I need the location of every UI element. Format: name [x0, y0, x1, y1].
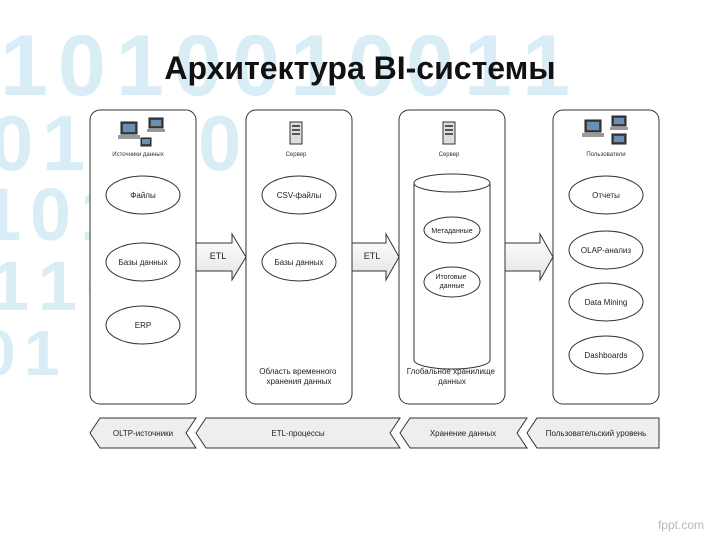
- node-olap: [568, 230, 644, 270]
- arrow-label: ETL: [364, 251, 381, 261]
- band-label: Хранение данных: [430, 429, 496, 438]
- background-digit: 0: [30, 173, 71, 256]
- background-digit: 1: [116, 18, 164, 114]
- background-digit: 1: [522, 18, 570, 114]
- background-digit: 0: [348, 18, 396, 114]
- band-storage: Хранение данных: [399, 417, 528, 449]
- node-label: Базы данных: [119, 258, 168, 267]
- computer-icon: [140, 117, 165, 147]
- watermark: fppt.com: [657, 518, 704, 532]
- background-digit: 0: [0, 317, 16, 389]
- node-databases: [105, 242, 181, 282]
- band-label: OLTP-источники: [113, 429, 173, 438]
- etl-arrow-2: ETL: [351, 232, 400, 282]
- background-digit: 0: [232, 18, 280, 114]
- background-digit: 1: [464, 18, 512, 114]
- background-digit: 0: [174, 18, 222, 114]
- node-reports: [568, 175, 644, 215]
- node-label: Dashboards: [584, 351, 627, 360]
- node-label: Итоговые данные: [436, 274, 469, 290]
- background-digit: 0: [0, 99, 33, 187]
- background-digit: 0: [198, 99, 241, 187]
- node-summary-data: [423, 266, 481, 298]
- node-staging-databases: [261, 242, 337, 282]
- node-label: Отчеты: [592, 191, 620, 200]
- background-digit: 1: [42, 99, 85, 187]
- band-oltp: OLTP-источники: [89, 417, 197, 449]
- node-label: OLAP-анализ: [581, 246, 631, 255]
- node-label: Метаданные: [431, 228, 472, 235]
- device-label: Пользователи: [586, 152, 625, 158]
- node-metadata: [423, 216, 481, 244]
- background-digit: 1: [0, 173, 21, 256]
- node-files: [105, 175, 181, 215]
- etl-arrow-1: ETL: [195, 232, 247, 282]
- band-etl: ETL-процессы: [195, 417, 401, 449]
- column-caption: Глобальное хранилище данных: [407, 367, 497, 386]
- band-user: Пользовательский уровень: [526, 417, 660, 449]
- background-digit: 1: [0, 18, 48, 114]
- computer-icon: [118, 121, 140, 139]
- node-label: Data Mining: [585, 298, 628, 307]
- node-data-mining: [568, 282, 644, 322]
- background-digit: 0: [58, 18, 106, 114]
- server-icon: [289, 121, 303, 145]
- page-title: Архитектура BI-системы: [164, 50, 556, 86]
- arrow-3: [504, 232, 554, 282]
- background-digit: 1: [38, 247, 77, 325]
- device-label: Сервер: [439, 152, 460, 158]
- node-label: CSV-файлы: [277, 191, 322, 200]
- band-label: ETL-процессы: [271, 429, 325, 438]
- device-label: Источники данных: [112, 152, 163, 158]
- node-csv-files: [261, 175, 337, 215]
- column-caption: Область временного хранения данных: [259, 367, 338, 386]
- background-digit: 1: [290, 18, 338, 114]
- node-erp: [105, 305, 181, 345]
- node-label: Базы данных: [275, 258, 324, 267]
- node-dashboards: [568, 335, 644, 375]
- background-digit: 1: [24, 317, 60, 389]
- device-label: Сервер: [286, 152, 307, 158]
- background-digit: 0: [406, 18, 454, 114]
- background-digit: 1: [0, 247, 29, 325]
- node-label: Файлы: [130, 191, 156, 200]
- server-icon: [442, 121, 456, 145]
- node-label: ERP: [135, 321, 151, 330]
- band-label: Пользовательский уровень: [546, 429, 647, 438]
- arrow-label: ETL: [210, 251, 227, 261]
- computer-icon: [582, 119, 604, 137]
- computer-icon: [610, 115, 628, 145]
